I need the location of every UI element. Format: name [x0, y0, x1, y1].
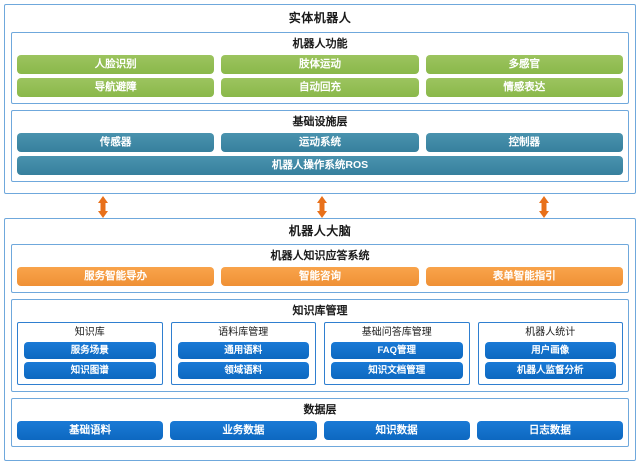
- chip-domain-corpus[interactable]: 领域语料: [177, 362, 309, 379]
- infrastructure-row-1: 传感器 运动系统 控制器: [17, 133, 623, 152]
- chip-controller[interactable]: 控制器: [425, 133, 623, 152]
- double-headed-arrow-icon-right: [537, 196, 551, 218]
- subcard-faq-base-management: 基础问答库管理 FAQ管理 知识文档管理: [324, 322, 470, 385]
- group-title-knowledge-management: 知识库管理: [292, 305, 348, 317]
- functions-row-1: 人脸识别 肢体运动 多感官: [17, 55, 623, 74]
- chip-knowledge-graph[interactable]: 知识图谱: [24, 362, 156, 379]
- group-title-knowledge-qa-system: 机器人知识应答系统: [270, 250, 370, 262]
- chip-sensor[interactable]: 传感器: [17, 133, 215, 152]
- chip-robot-supervision-analysis[interactable]: 机器人监督分析: [484, 362, 616, 379]
- group-title-robot-functions: 机器人功能: [292, 38, 348, 50]
- group-robot-functions: 机器人功能 人脸识别 肢体运动 多感官 导航避障 自动回充 情感表达: [11, 32, 629, 104]
- chip-general-corpus[interactable]: 通用语料: [177, 342, 309, 359]
- chip-smart-consultation[interactable]: 智能咨询: [221, 267, 419, 286]
- double-headed-arrow-icon-center: [315, 196, 329, 218]
- subcard-corpus-management: 语料库管理 通用语料 领域语料: [170, 322, 316, 385]
- panel-physical-robot: 实体机器人 机器人功能 人脸识别 肢体运动 多感官 导航避障 自动回充 情感表达…: [4, 4, 636, 194]
- panel-title-robot-brain: 机器人大脑: [288, 224, 352, 238]
- subcard-robot-statistics: 机器人统计 用户画像 机器人监督分析: [477, 322, 623, 385]
- chip-business-data[interactable]: 业务数据: [170, 421, 317, 440]
- chip-base-corpus[interactable]: 基础语料: [17, 421, 164, 440]
- chip-knowledge-data[interactable]: 知识数据: [323, 421, 470, 440]
- chip-auto-recharge[interactable]: 自动回充: [221, 78, 419, 97]
- data-layer-row-1: 基础语料 业务数据 知识数据 日志数据: [17, 421, 623, 440]
- group-title-infrastructure-layer: 基础设施层: [292, 116, 348, 128]
- knowledge-management-cards: 知识库 服务场景 知识图谱 语料库管理 通用语料 领域语料 基础问答库管理 FA…: [17, 322, 623, 385]
- subcard-title-faq-base-management: 基础问答库管理: [361, 327, 432, 338]
- chip-log-data[interactable]: 日志数据: [476, 421, 623, 440]
- chip-emotional-expression[interactable]: 情感表达: [425, 78, 623, 97]
- infrastructure-row-2: 机器人操作系统ROS: [17, 156, 623, 175]
- subcard-knowledge-base: 知识库 服务场景 知识图谱: [17, 322, 163, 385]
- group-data-layer: 数据层 基础语料 业务数据 知识数据 日志数据: [11, 398, 629, 447]
- chip-face-recognition[interactable]: 人脸识别: [17, 55, 215, 74]
- chip-service-smart-guidance[interactable]: 服务智能导办: [17, 267, 215, 286]
- group-knowledge-management: 知识库管理 知识库 服务场景 知识图谱 语料库管理 通用语料 领域语料 基础问答…: [11, 299, 629, 392]
- panel-title-physical-robot: 实体机器人: [288, 11, 352, 25]
- chip-motion-system[interactable]: 运动系统: [221, 133, 419, 152]
- chip-navigation-obstacle-avoidance[interactable]: 导航避障: [17, 78, 215, 97]
- connector-arrows: [4, 196, 636, 218]
- group-knowledge-qa-system: 机器人知识应答系统 服务智能导办 智能咨询 表单智能指引: [11, 244, 629, 293]
- chip-knowledge-document-management[interactable]: 知识文档管理: [331, 362, 463, 379]
- chip-robot-os-ros[interactable]: 机器人操作系统ROS: [17, 156, 623, 175]
- chip-limb-movement[interactable]: 肢体运动: [221, 55, 419, 74]
- group-title-data-layer: 数据层: [303, 404, 337, 416]
- group-infrastructure-layer: 基础设施层 传感器 运动系统 控制器 机器人操作系统ROS: [11, 110, 629, 182]
- chip-faq-management[interactable]: FAQ管理: [331, 342, 463, 359]
- chip-multi-sensory[interactable]: 多感官: [425, 55, 623, 74]
- chip-service-scenario[interactable]: 服务场景: [24, 342, 156, 359]
- chip-user-profile[interactable]: 用户画像: [484, 342, 616, 359]
- double-headed-arrow-icon-left: [96, 196, 110, 218]
- functions-row-2: 导航避障 自动回充 情感表达: [17, 78, 623, 97]
- subcard-title-corpus-management: 语料库管理: [218, 327, 269, 338]
- subcard-title-robot-statistics: 机器人统计: [525, 327, 576, 338]
- qa-system-row-1: 服务智能导办 智能咨询 表单智能指引: [17, 267, 623, 286]
- panel-robot-brain: 机器人大脑 机器人知识应答系统 服务智能导办 智能咨询 表单智能指引 知识库管理…: [4, 218, 636, 461]
- subcard-title-knowledge-base: 知识库: [74, 327, 105, 338]
- chip-form-smart-guidance[interactable]: 表单智能指引: [425, 267, 623, 286]
